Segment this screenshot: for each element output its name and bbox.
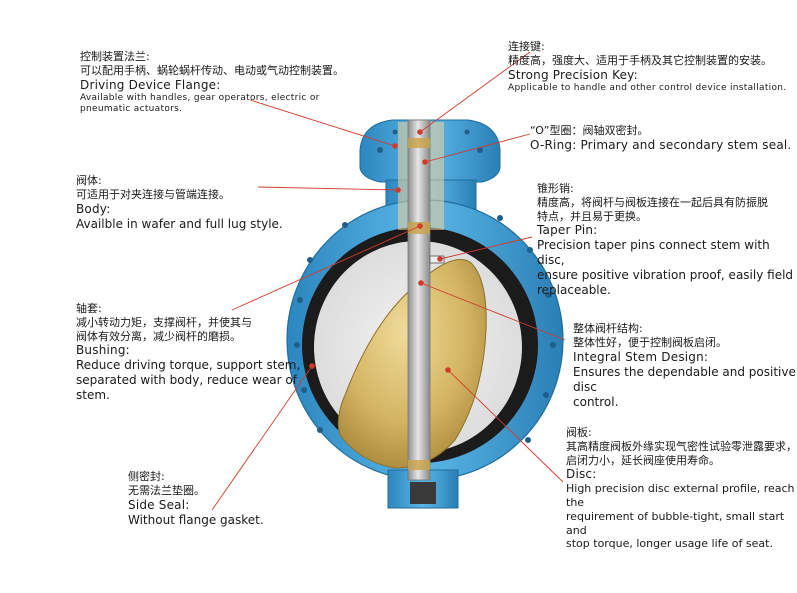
driving-flange-en-line: Available with handles, gear operators, … <box>80 92 320 103</box>
strong-key-zh-line: 精度高，强度大、适用于手柄及其它控制装置的安装。 <box>508 53 772 67</box>
side-seal-en-title: Side Seal: <box>128 497 190 512</box>
bushing-zh-line: 阀体有效分离，减少阀杆的磨损。 <box>76 329 241 343</box>
leader-dots <box>309 129 451 373</box>
callout-disc: 阀板: 其高精度阀板外缘实现气密性试验零泄露要求， 启闭力小，延长阀座使用寿命。… <box>566 426 797 551</box>
driving-flange-zh-line: 可以配用手柄、蜗轮蜗杆传动、电动或气动控制装置。 <box>80 63 344 77</box>
callout-o-ring: “O”型圈：阀轴双密封。 O-Ring: Primary and seconda… <box>530 124 791 153</box>
taper-pin-en-line: ensure positive vibration proof, easily … <box>537 268 794 283</box>
taper-pin-en-line: Precision taper pins connect stem with d… <box>537 238 770 268</box>
o-ring-zh-title: “O”型圈：阀轴双密封。 <box>530 124 649 137</box>
taper-pin-zh-line: 特点，并且易于更换。 <box>537 209 647 223</box>
disc-en-line: High precision disc external profile, re… <box>566 482 795 509</box>
integral-stem-zh-line: 整体性好，便于控制阀板启闭。 <box>573 335 727 349</box>
integral-stem-en-line: Ensures the dependable and positive disc <box>573 364 796 394</box>
callout-taper-pin: 锥形销: 精度高，将阀杆与阀板连接在一起后具有防振脱 特点，并且易于更换。 Ta… <box>537 182 797 298</box>
callout-integral-stem: 整体阀杆结构: 整体性好，便于控制阀板启闭。 Integral Stem Des… <box>573 322 797 410</box>
driving-flange-en-line: pneumatic actuators. <box>80 103 183 114</box>
disc-en-title: Disc: <box>566 467 597 482</box>
integral-stem-en-title: Integral Stem Design: <box>573 349 709 364</box>
valve-stem <box>407 119 431 481</box>
integral-stem-en-line: control. <box>573 394 619 409</box>
side-seal-zh-title: 侧密封: <box>128 470 165 483</box>
disc-en-line: requirement of bubble-tight, small start… <box>566 509 785 537</box>
bottom-boss <box>387 469 459 509</box>
disc-zh-title: 阀板: <box>566 426 592 439</box>
side-seal-en-line: Without flange gasket. <box>128 512 264 527</box>
integral-stem-zh-title: 整体阀杆结构: <box>573 322 643 335</box>
o-ring-en-title: O-Ring: Primary and secondary stem seal. <box>530 137 792 152</box>
strong-key-en-title: Strong Precision Key: <box>508 67 638 82</box>
bushing-en-line: stem. <box>76 388 110 403</box>
callout-bushing: 轴套: 减小转动力矩，支撑阀杆，并使其与 阀体有效分离，减少阀杆的磨损。 Bus… <box>76 302 300 403</box>
driving-flange-zh-title: 控制装置法兰: <box>80 50 150 63</box>
strong-key-en-line: Applicable to handle and other control d… <box>508 82 787 93</box>
taper-pin-en-line: replaceable. <box>537 283 611 298</box>
body-zh-line: 可适用于对夹连接与管端连接。 <box>76 187 230 201</box>
bushing-zh-title: 轴套: <box>76 302 102 315</box>
leader-lines <box>211 51 566 511</box>
bushing-en-line: separated with body, reduce wear of <box>76 373 297 388</box>
callout-side-seal: 侧密封: 无需法兰垫圈。 Side Seal: Without flange g… <box>128 470 264 528</box>
bushing-zh-line: 减小转动力矩，支撑阀杆，并使其与 <box>76 315 252 329</box>
side-seal-zh-line: 无需法兰垫圈。 <box>128 483 205 497</box>
body-zh-title: 阀体: <box>76 174 102 187</box>
body-en-line: Availble in wafer and full lug style. <box>76 216 283 231</box>
taper-pin-zh-title: 锥形销: <box>537 182 574 195</box>
disc-zh-line: 其高精度阀板外缘实现气密性试验零泄露要求， <box>566 439 797 453</box>
body-en-title: Body: <box>76 201 111 216</box>
taper-pin-en-title: Taper Pin: <box>537 223 598 238</box>
driving-flange-en-title: Driving Device Flange: <box>80 77 221 92</box>
callout-strong-key: 连接键: 精度高，强度大、适用于手柄及其它控制装置的安装。 Strong Pre… <box>508 40 786 94</box>
bushing-en-line: Reduce driving torque, support stem, <box>76 358 301 373</box>
taper-pin-zh-line: 精度高，将阀杆与阀板连接在一起后具有防振脱 <box>537 195 768 209</box>
strong-key-zh-title: 连接键: <box>508 40 545 53</box>
bushing-en-title: Bushing: <box>76 343 130 358</box>
disc-zh-line: 启闭力小，延长阀座使用寿命。 <box>566 453 720 467</box>
callout-body: 阀体: 可适用于对夹连接与管端连接。 Body: Availble in waf… <box>76 174 283 232</box>
callout-driving-flange: 控制装置法兰: 可以配用手柄、蜗轮蜗杆传动、电动或气动控制装置。 Driving… <box>80 50 344 115</box>
taper-pin <box>429 255 445 264</box>
disc-en-line: stop torque, longer usage life of seat. <box>566 537 773 551</box>
